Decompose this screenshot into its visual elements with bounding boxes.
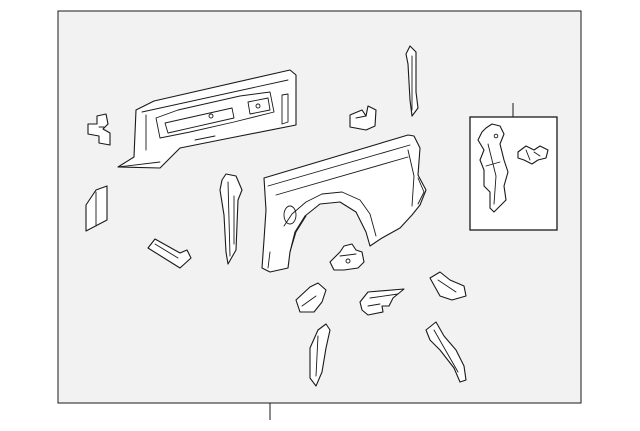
- corner-bracket: [295, 282, 327, 313]
- wheelhouse-bracket: [329, 243, 365, 271]
- cab-back-bracket: [349, 105, 377, 131]
- rear-post-support: [309, 323, 331, 387]
- clip: [517, 145, 549, 165]
- tail-support-bracket: [477, 123, 509, 213]
- angled-brace: [429, 271, 467, 301]
- pillar-reinforcement: [219, 173, 243, 265]
- gusset-plate: [85, 185, 108, 232]
- gusset-wedge: [359, 288, 405, 316]
- quarter-panel: [261, 134, 427, 273]
- tie-down-bracket: [147, 238, 192, 269]
- rear-brace-strip: [425, 321, 467, 383]
- upright-channel: [405, 45, 419, 117]
- bedside-inner-panel: [117, 69, 297, 169]
- bracket-small-left: [87, 113, 111, 146]
